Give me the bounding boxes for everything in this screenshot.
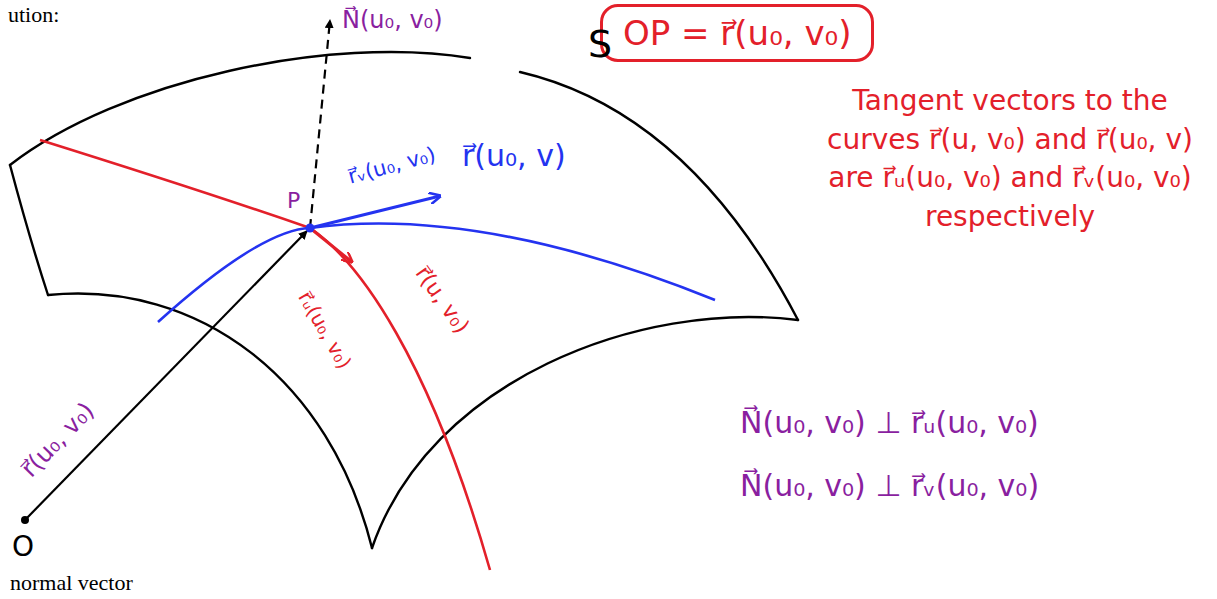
surface-name: S [588, 22, 612, 68]
tangent-ru [310, 228, 352, 262]
origin-label: O [12, 530, 34, 564]
tangent-rv [310, 196, 440, 228]
formula-text: OP = r⃗(u₀, v₀) [623, 13, 851, 53]
origin-dot [21, 516, 29, 524]
u-curve [40, 140, 490, 570]
v-curve-label: r⃗(u₀, v) [462, 138, 566, 174]
position-vector [25, 231, 307, 520]
surface-top-edge [10, 52, 470, 165]
surface-left-edge [10, 165, 48, 295]
cropped-heading: ution: [8, 2, 59, 28]
rv-label: r⃗ᵥ(u₀, v₀) [345, 142, 438, 190]
ru-label: r⃗ᵤ(u₀, v₀) [293, 287, 356, 373]
point-p [306, 224, 315, 233]
perp-statement: N⃗(u₀, v₀) ⊥ r⃗ᵥ(u₀, v₀) [740, 468, 1039, 504]
formula-box: OP = r⃗(u₀, v₀) [600, 4, 874, 62]
u-curve-label: r⃗(u, v₀) [409, 261, 474, 338]
surface-right-edge [520, 72, 798, 320]
surface-outline [10, 52, 798, 548]
normal-label: N⃗(u₀, v₀) [342, 6, 443, 35]
surface-lower-right-edge [372, 317, 798, 548]
point-label: P [287, 188, 300, 214]
tangent-note: Tangent vectors to the curves r⃗(u, v₀) … [820, 82, 1200, 237]
normal-vector [310, 20, 330, 228]
perp-statement: N⃗(u₀, v₀) ⊥ r⃗ᵤ(u₀, v₀) [740, 405, 1039, 441]
cropped-text: normal vector [10, 570, 133, 596]
position-label: r⃗(u₀, v₀) [16, 397, 101, 484]
